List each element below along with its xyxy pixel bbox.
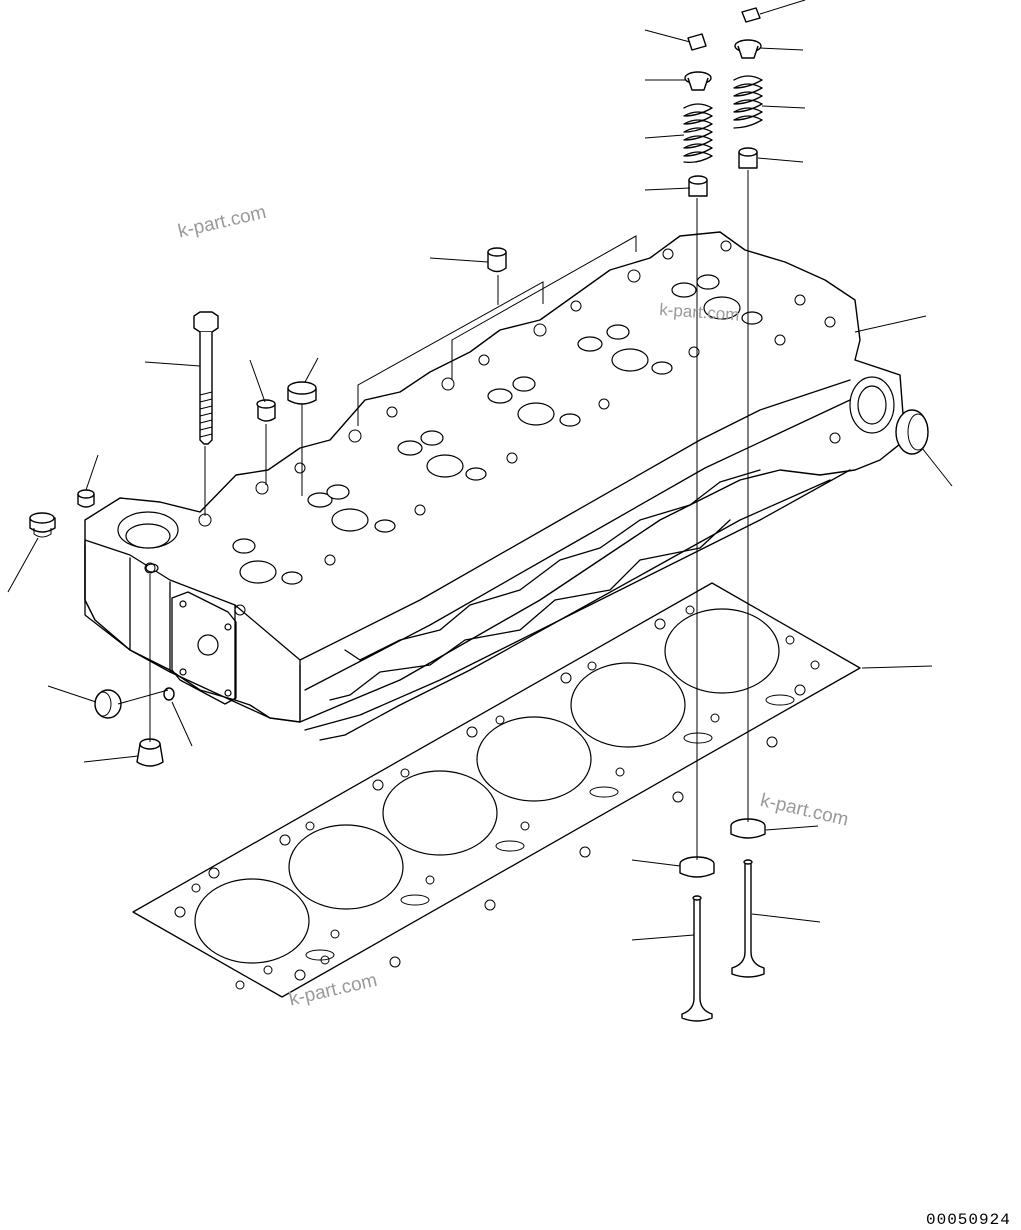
valve-spring-right — [733, 75, 763, 129]
valve-cotter-right — [741, 7, 761, 23]
gasket-bores — [194, 608, 780, 964]
head-bolt-holes — [144, 240, 841, 616]
valve-spring-retainer-right — [734, 39, 762, 59]
valve-spring-retainer-left — [684, 71, 712, 91]
valve-stem-seal-left — [688, 175, 708, 197]
head-bores — [232, 274, 763, 585]
small-cap-left — [77, 489, 95, 508]
expansion-plug-top — [287, 381, 317, 405]
valve-seat-insert-right — [730, 818, 766, 839]
valve-spring-left — [683, 103, 713, 164]
expansion-plug-bottom-left — [94, 689, 122, 719]
valve-cotter-left — [687, 33, 707, 51]
cylinder-head — [84, 231, 906, 741]
exhaust-valve — [731, 859, 765, 978]
valve-stem-seal-right — [738, 147, 758, 169]
plug-top-center — [487, 247, 507, 273]
head-gasket — [132, 582, 861, 998]
expansion-plug-rear — [895, 409, 929, 455]
leader-lines — [7, 0, 953, 941]
plug-small-top — [256, 399, 276, 422]
plug-bottom-left — [136, 738, 164, 767]
gasket-small-holes — [174, 605, 820, 990]
o-ring-small — [163, 687, 175, 701]
plug-left — [29, 512, 56, 538]
intake-valve — [681, 895, 713, 1022]
head-bolt — [193, 311, 219, 445]
figure-code: 00050924 — [926, 1211, 1011, 1229]
valve-seat-insert-left — [679, 856, 715, 878]
